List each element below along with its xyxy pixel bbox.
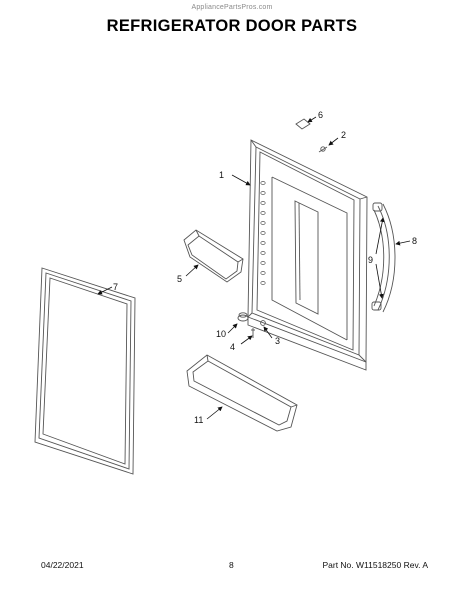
watermark-text: AppliancePartsPros.com bbox=[191, 4, 273, 11]
hinge-pin-part bbox=[318, 146, 328, 153]
callout-5: 5 bbox=[177, 274, 182, 284]
bushing-part bbox=[260, 320, 266, 326]
callout-4: 4 bbox=[230, 342, 235, 352]
page-title: REFRIGERATOR DOOR PARTS bbox=[106, 17, 358, 35]
door-handle bbox=[371, 202, 396, 313]
footer-page-number: 8 bbox=[229, 560, 234, 570]
hinge-cover-part bbox=[295, 118, 311, 130]
callout-6: 6 bbox=[318, 110, 323, 120]
leader-lines bbox=[97, 116, 411, 420]
door-gasket bbox=[34, 267, 136, 475]
callout-9: 9 bbox=[368, 255, 373, 265]
callout-8: 8 bbox=[412, 236, 417, 246]
door-bin bbox=[183, 229, 244, 283]
door-panel bbox=[247, 139, 368, 371]
door-stop-part bbox=[237, 314, 249, 322]
callout-10: 10 bbox=[216, 329, 226, 339]
door-liner-dimples bbox=[260, 181, 266, 285]
callout-1: 1 bbox=[219, 170, 224, 180]
small-hardware bbox=[237, 118, 328, 338]
callout-3: 3 bbox=[275, 336, 280, 346]
footer-part-number: Part No. W11518250 Rev. A bbox=[322, 560, 428, 570]
door-shelf-rail bbox=[186, 354, 298, 432]
callout-2: 2 bbox=[341, 130, 346, 140]
callout-7: 7 bbox=[113, 282, 118, 292]
callout-11: 11 bbox=[194, 415, 203, 425]
footer-date: 04/22/2021 bbox=[41, 560, 84, 570]
